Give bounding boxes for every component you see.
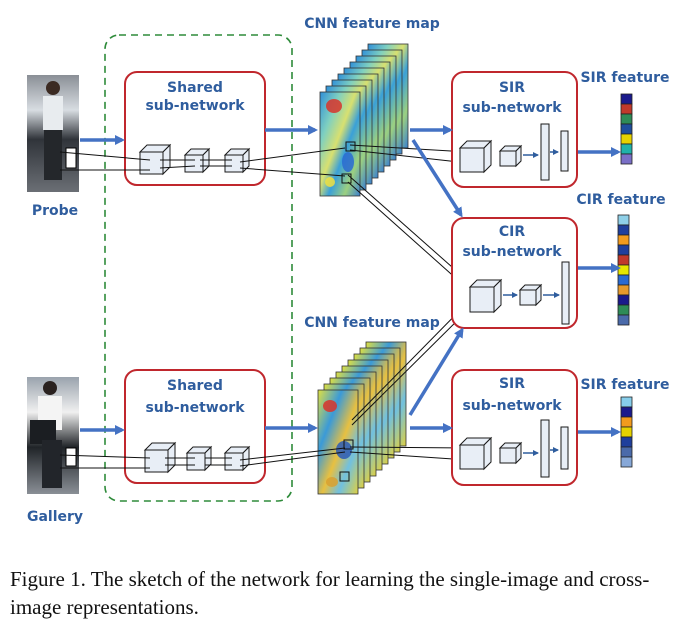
receptive-window <box>345 141 356 152</box>
cir-feature-vector <box>617 214 630 326</box>
feature-cell <box>620 123 633 135</box>
arrow-featuremap-bottom-to-cir <box>408 327 464 416</box>
feature-cell <box>617 264 630 276</box>
cnn-feature-map-top <box>319 43 409 197</box>
sir-feature-vector-top <box>620 93 633 165</box>
feature-cell <box>617 254 630 266</box>
shared-subnetwork-top: Shared sub-network <box>124 71 266 186</box>
figure-caption: Figure 1. The sketch of the network for … <box>10 567 650 619</box>
feature-cell <box>620 133 633 145</box>
flow-arrows <box>80 125 621 437</box>
feature-cell <box>620 396 633 408</box>
probe-label: Probe <box>32 203 78 219</box>
feature-activation <box>326 99 342 113</box>
shared-top-subtitle: sub-network <box>145 98 245 114</box>
feature-cell <box>617 214 630 226</box>
shared-weights-container <box>104 34 293 502</box>
probe-image <box>27 75 79 192</box>
shared-bottom-title: Shared <box>167 378 223 394</box>
sir-subnetwork-top: SIR sub-network <box>451 71 578 188</box>
receptive-window <box>341 173 352 184</box>
feature-cell <box>620 143 633 155</box>
feature-cell <box>620 436 633 448</box>
feature-cell <box>620 103 633 115</box>
feature-cell <box>617 304 630 316</box>
sir-bottom-subtitle: sub-network <box>462 398 562 414</box>
sir-feature-label-bottom: SIR feature <box>580 377 669 393</box>
feature-cell <box>617 314 630 326</box>
feature-cell <box>617 294 630 306</box>
arrow-featuremap-top-to-cir <box>411 139 463 218</box>
projection-lines <box>59 144 479 469</box>
shared-subnetwork-bottom: Shared sub-network <box>124 369 266 484</box>
sir-feature-vector-bottom <box>620 396 633 468</box>
feature-cell <box>620 153 633 165</box>
cir-subtitle: sub-network <box>462 244 562 260</box>
cir-title: CIR <box>499 224 525 240</box>
feature-cell <box>620 426 633 438</box>
sir-bottom-title: SIR <box>499 376 525 392</box>
feature-cell <box>620 416 633 428</box>
network-sketch: Probe Gallery Shared sub-network Shared … <box>27 16 670 525</box>
feature-cell <box>617 274 630 286</box>
cnn-feature-map-label-bottom: CNN feature map <box>304 315 440 331</box>
cnn-feature-map-bottom <box>317 341 407 495</box>
feature-cell <box>620 406 633 418</box>
gallery-image <box>27 377 79 494</box>
sir-top-subtitle: sub-network <box>462 100 562 116</box>
feature-cell <box>620 93 633 105</box>
receptive-window <box>343 439 354 450</box>
shared-top-title: Shared <box>167 80 223 96</box>
feature-activation <box>323 400 337 412</box>
gallery-label: Gallery <box>27 509 83 525</box>
feature-activation <box>342 152 354 172</box>
shared-bottom-subtitle: sub-network <box>145 400 245 416</box>
sir-subnetwork-bottom: SIR sub-network <box>451 369 578 486</box>
sir-feature-label-top: SIR feature <box>580 70 669 86</box>
feature-activation <box>336 441 352 459</box>
feature-activation <box>325 177 335 187</box>
feature-cell <box>620 113 633 125</box>
feature-cell <box>620 446 633 458</box>
feature-cell <box>617 224 630 236</box>
cnn-feature-map-label-top: CNN feature map <box>304 16 440 32</box>
feature-cell <box>617 244 630 256</box>
sir-top-title: SIR <box>499 80 525 96</box>
feature-cell <box>617 234 630 246</box>
feature-cell <box>620 456 633 468</box>
feature-activation <box>326 477 338 487</box>
cir-feature-label: CIR feature <box>576 192 665 208</box>
cir-subnetwork: CIR sub-network <box>451 217 578 329</box>
receptive-window <box>339 471 350 482</box>
feature-cell <box>617 284 630 296</box>
